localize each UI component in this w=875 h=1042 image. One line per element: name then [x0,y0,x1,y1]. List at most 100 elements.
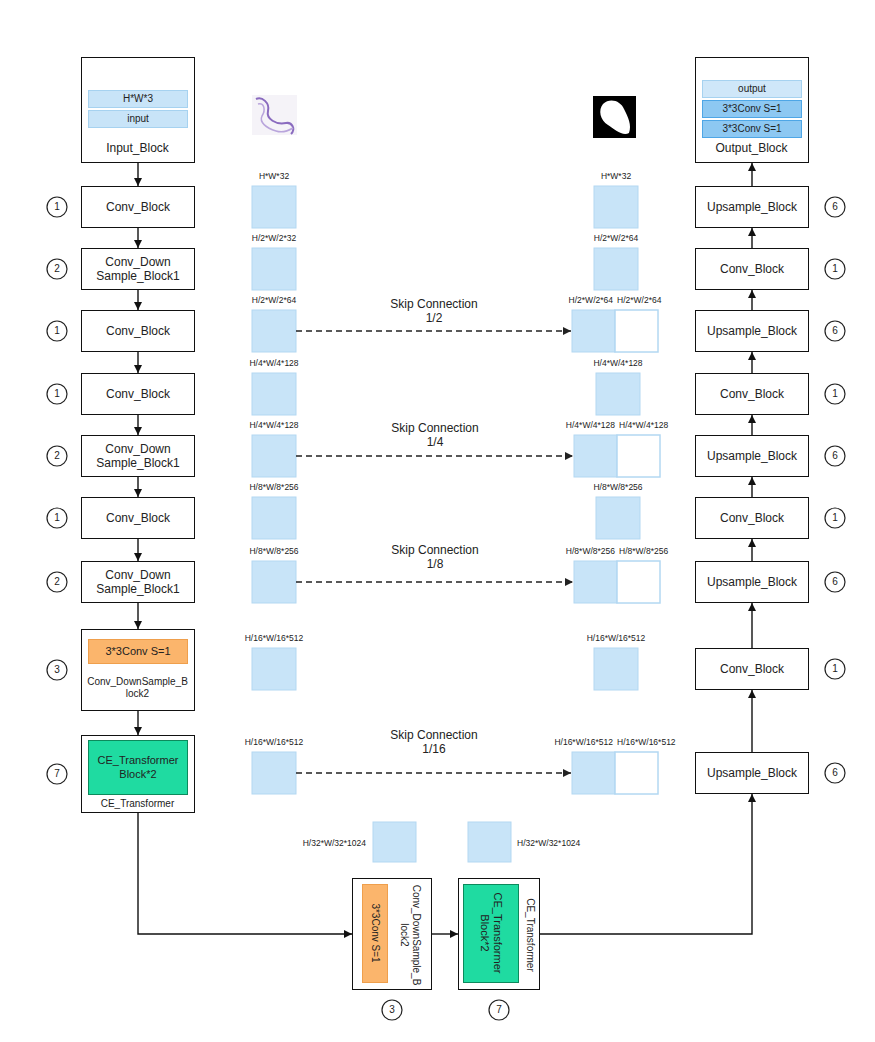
dimension-label: H*W*32 [601,171,631,181]
callout-circle [489,1000,509,1020]
process-box: Conv_Block [695,497,809,539]
output-band: output [702,80,802,98]
feature-map [594,248,638,290]
process-box: Conv_Down Sample_Block1 [81,561,195,603]
flow-arrow [137,163,138,186]
block-box: Conv_DownSample_B lock23*3Conv S=1 [81,629,195,711]
callout-number: 1 [54,325,60,337]
mask-ground [593,96,636,138]
skip-connection-line [296,772,571,773]
block-box: CE_Transformer CE_Transformer Block*2 [81,735,195,813]
callout-circle [47,384,67,404]
dimension-label: H/4*W/4*128 [249,358,298,368]
skip-connection-label: Skip Connection 1/4 [383,421,487,450]
dimension-label: H/16*W/16*512 [617,737,676,747]
callout-number: 6 [832,767,838,779]
feature-map [468,822,511,862]
feature-map [252,373,296,415]
callout-circle [825,508,845,528]
skip-connection-label: Skip Connection 1/8 [383,543,487,572]
dimension-label: H/16*W/16*512 [587,633,646,643]
feature-map [252,752,296,794]
dimension-label: H/2*W/2*64 [617,295,661,305]
feature-map [252,310,296,352]
feature-map [574,561,617,603]
conv-band: 3*3Conv S=1 [362,884,388,983]
feature-map [596,373,640,415]
flow-arrow [751,690,752,752]
dimension-label: H/16*W/16*512 [245,737,304,747]
callout-circle [47,764,67,784]
callout-number: 1 [832,512,838,524]
node-label: output [703,81,801,97]
callout-number: 2 [54,576,60,588]
dimension-label: H/2*W/2*64 [252,295,296,305]
node-label: Input_Block [82,138,193,158]
dimension-label: H*W*32 [259,171,289,181]
callout-number: 2 [54,263,60,275]
flow-arrow [540,794,752,934]
feature-map [252,248,296,290]
node-label: 3*3Conv S=1 [703,101,801,117]
node-label: Upsample_Block [696,562,808,602]
dimension-label: H/8*W/8*256 [619,546,668,556]
tensor-band: H*W*3 [88,90,188,108]
feature-map [572,310,615,352]
input-image [252,95,297,135]
dimension-label: H/16*W/16*512 [245,633,304,643]
callout-number: 1 [54,512,60,524]
process-box: Conv_Block [695,648,809,690]
node-label: Conv_Block [82,311,194,351]
feature-map [572,752,615,794]
flow-arrow [751,415,752,435]
node-label: Upsample_Block [696,753,808,793]
node-label: CE_Transformer Block*2 [89,741,187,794]
flow-arrow [137,539,138,561]
feature-map [252,648,296,690]
callout-circle [825,763,845,783]
callout-circle [825,197,845,217]
node-label: Upsample_Block [696,311,808,351]
flow-arrow [138,813,352,934]
input-image-ground [252,95,297,135]
cell-outline [256,98,293,134]
node-label: 3*3Conv S=1 [363,883,387,983]
node-label: Conv_Down Sample_Block1 [82,436,194,476]
callout-number: 3 [389,1004,395,1016]
flow-arrow [751,228,752,248]
node-label: 3*3Conv S=1 [703,121,801,137]
dimension-label: H/8*W/8*256 [593,482,642,492]
process-box: Conv_Down Sample_Block1 [81,435,195,477]
node-label: Output_Block [696,138,807,158]
callout-circle [825,384,845,404]
node-label: Conv_Block [82,187,194,227]
callout-circle [47,508,67,528]
node-label: CE_Transformer Block*2 [463,883,519,983]
tensor-band: input [88,110,188,128]
feature-map [252,497,296,539]
process-box: Upsample_Block [695,435,809,477]
callout-circle [825,446,845,466]
callout-number: 6 [832,325,838,337]
dimension-label: H/4*W/4*128 [566,420,615,430]
node-label: CE_Transformer [82,797,193,810]
block-box: Conv_DownSample_B lock23*3Conv S=1 [352,878,432,990]
node-label: Conv_Down Sample_Block1 [82,562,194,602]
callout-circle [825,259,845,279]
skip-feature-map [615,310,658,352]
feature-map [596,497,640,539]
callout-number: 1 [832,388,838,400]
skip-feature-map [615,752,658,794]
skip-connection-line [296,581,573,582]
callout-circle [47,259,67,279]
node-label: Conv_Block [696,374,808,414]
callout-number: 6 [832,576,838,588]
dimension-label: H/2*W/2*64 [594,233,638,243]
block-box: Input_Block H*W*3 input [81,57,195,163]
callout-number: 7 [496,1004,502,1016]
callout-number: 1 [54,388,60,400]
dimension-label: H/32*W/32*1024 [517,838,580,848]
flow-arrow [137,290,138,310]
flow-arrow [137,711,138,735]
flow-arrow [432,933,458,934]
